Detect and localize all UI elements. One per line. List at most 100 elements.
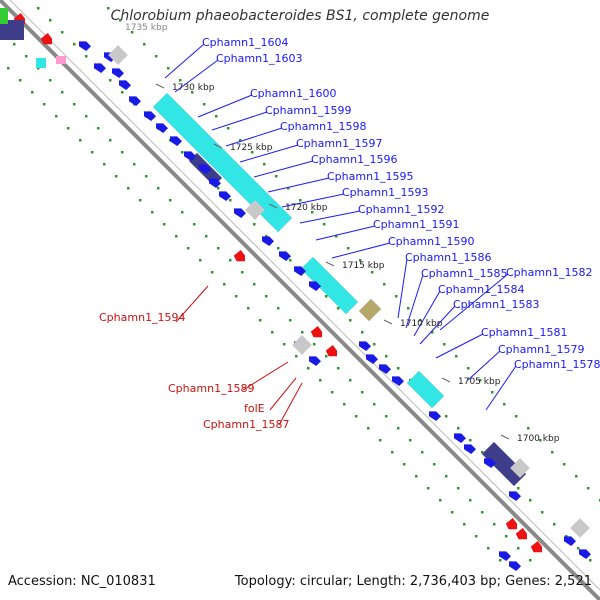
cds-forward-arrow — [219, 191, 231, 201]
cds-reverse-blue-arrow — [309, 356, 321, 366]
gc-dot — [253, 283, 256, 286]
cds-forward-arrow — [484, 458, 496, 468]
gc-dot — [361, 331, 364, 334]
gc-dot — [181, 211, 184, 214]
gc-dot — [85, 115, 88, 118]
gc-dot — [187, 247, 190, 250]
cds-forward-arrow — [379, 364, 391, 374]
gene-label-forward: Cphamn1_1578 — [514, 358, 600, 371]
cds-forward-arrow — [429, 411, 441, 421]
gc-dot — [193, 223, 196, 226]
gc-dot — [265, 235, 268, 238]
gc-dot — [439, 499, 442, 502]
gc-dot — [503, 403, 506, 406]
tick-mark — [213, 143, 223, 149]
gene-label-forward: Cphamn1_1600 — [250, 87, 337, 100]
cds-forward-arrow — [392, 376, 404, 386]
gc-dot — [577, 547, 580, 550]
leader-line — [267, 177, 330, 193]
gc-dot — [55, 115, 58, 118]
gc-dot — [373, 343, 376, 346]
gene-label-forward: Cphamn1_1582 — [506, 266, 593, 279]
gc-dot — [457, 487, 460, 490]
gc-dot — [563, 463, 566, 466]
leader-line — [413, 290, 441, 337]
leader-line — [164, 43, 205, 79]
gc-dot — [355, 415, 358, 418]
leader-line — [242, 361, 289, 391]
cds-grey-box — [292, 335, 312, 355]
gc-dot — [283, 343, 286, 346]
cds-reverse-arrow — [325, 345, 337, 357]
gc-dot — [475, 535, 478, 538]
gc-dot — [299, 199, 302, 202]
gc-dot — [277, 247, 280, 250]
cds-reverse-blue-arrow — [499, 551, 511, 561]
gc-dot — [143, 43, 146, 46]
gc-dot — [31, 91, 34, 94]
leader-line — [175, 285, 209, 323]
gene-label-forward: Cphamn1_1585 — [421, 267, 508, 280]
gc-dot — [335, 235, 338, 238]
gc-dot — [491, 391, 494, 394]
gc-dot — [307, 367, 310, 370]
gc-dot — [517, 547, 520, 550]
gc-dot — [85, 55, 88, 58]
gc-dot — [481, 511, 484, 514]
cds-green-block — [0, 8, 8, 24]
gc-dot — [211, 271, 214, 274]
gc-dot — [155, 55, 158, 58]
gc-dot — [203, 103, 206, 106]
gc-dot — [367, 427, 370, 430]
gc-dot — [325, 355, 328, 358]
gene-labels: Cphamn1_1604Cphamn1_1603Cphamn1_1600Cpha… — [99, 36, 600, 431]
gc-dot — [325, 295, 328, 298]
gc-dot — [349, 319, 352, 322]
gc-dot — [409, 439, 412, 442]
leader-line — [331, 242, 391, 259]
cds-forward-arrow — [464, 444, 476, 454]
gc-dot — [191, 91, 194, 94]
cds-reverse-arrow — [515, 528, 527, 540]
gc-dot — [553, 523, 556, 526]
gc-dot — [295, 355, 298, 358]
tick-label: 1700 kbp — [517, 434, 560, 444]
gc-dot — [457, 427, 460, 430]
cds-cyan-block — [406, 370, 445, 409]
gc-dot — [397, 367, 400, 370]
gc-dot — [551, 451, 554, 454]
gc-dot — [527, 427, 530, 430]
gene-label-reverse: folE — [244, 402, 265, 415]
gc-dot — [541, 511, 544, 514]
gc-dot — [427, 487, 430, 490]
gc-dot — [229, 259, 232, 262]
gc-dot — [373, 403, 376, 406]
cds-forward-arrow — [294, 266, 306, 276]
gc-dot — [263, 163, 266, 166]
cds-grey-box — [108, 45, 128, 65]
gc-dot — [359, 259, 362, 262]
gene-label-forward: Cphamn1_1596 — [311, 153, 398, 166]
gc-dot — [229, 199, 232, 202]
gc-dot — [383, 283, 386, 286]
gc-dot — [91, 151, 94, 154]
tick-label: 1710 kbp — [400, 319, 443, 329]
leader-line — [397, 258, 408, 319]
gene-label-forward: Cphamn1_1591 — [373, 218, 460, 231]
leader-line — [211, 111, 268, 131]
leader-line — [405, 274, 424, 329]
gc-dot — [275, 175, 278, 178]
gc-dot — [311, 211, 314, 214]
gene-label-reverse: Cphamn1_1587 — [203, 418, 290, 431]
gc-dot — [199, 259, 202, 262]
gc-dot — [217, 247, 220, 250]
leader-line — [174, 59, 219, 93]
gene-label-forward: Cphamn1_1590 — [388, 235, 475, 248]
gc-dot — [505, 535, 508, 538]
gene-label-forward: Cphamn1_1599 — [265, 104, 352, 117]
leader-line — [239, 144, 299, 163]
cds-cyan-block — [152, 92, 293, 233]
leader-line — [225, 127, 283, 147]
cds-forward-arrow — [184, 151, 196, 161]
